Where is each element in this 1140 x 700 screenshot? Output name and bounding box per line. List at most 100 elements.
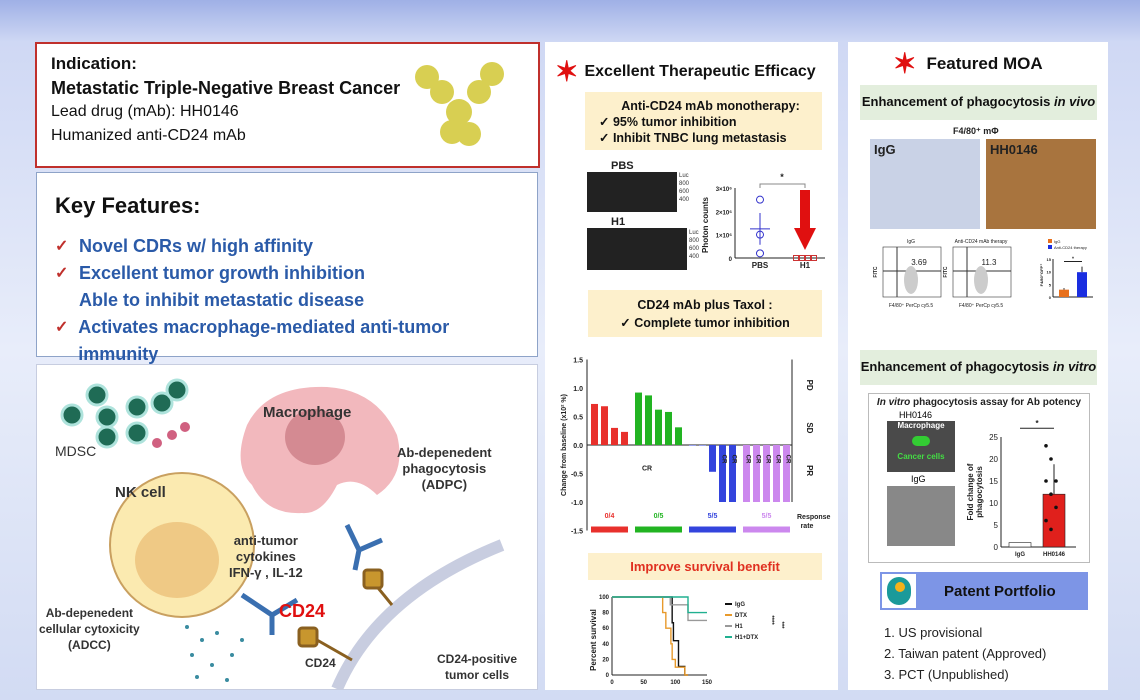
invitro-emphasis: in vitro [1052, 359, 1097, 374]
tumor-cell-membrane [331, 539, 505, 692]
indication-box: Indication: Metastatic Triple-Negative B… [35, 42, 540, 168]
drug-description: Humanized anti-CD24 mAb [51, 127, 246, 144]
mechanism-diagram [60, 378, 505, 692]
macrophage-label: Macrophage [897, 421, 945, 430]
luc-tick: 800 [679, 181, 690, 187]
invivo-box: Enhancement of phagocytosis in vivo [860, 85, 1097, 120]
indication-label: Indication: [51, 54, 137, 73]
adpc-label: Ab-depenedent phagocytosis (ADPC) [397, 445, 492, 492]
cr-bar-label: CR [745, 455, 751, 464]
moa-panel: ✶Featured MOA Enhancement of phagocytosi… [848, 42, 1108, 690]
response-bar [689, 526, 736, 533]
y-tick-label: 1.5 [573, 358, 583, 365]
waterfall-bar [729, 445, 736, 502]
y-tick-label: 1.0 [573, 386, 583, 393]
waterfall-bar [689, 445, 696, 446]
h1-luc-scale: Luc 800 600 400 [689, 229, 699, 261]
y-tick-label: -1.5 [571, 529, 583, 536]
waterfall-bar [743, 445, 750, 502]
y-tick-label: 40 [602, 642, 609, 648]
y-tick-label: 0.5 [573, 415, 583, 422]
y-axis-label: Fold change of [966, 463, 975, 520]
x-tick-label: 50 [640, 680, 647, 686]
response-rate: 0/4 [605, 513, 615, 520]
h1-bioluminescence-image [587, 228, 687, 270]
y-tick-label: 10 [989, 499, 998, 508]
luc-label: Luc [689, 230, 699, 236]
data-point [1049, 457, 1053, 461]
data-point [1049, 527, 1053, 532]
significance-mark: *** [778, 621, 784, 629]
key-feature-text: Activates macrophage-mediated anti-tumor… [78, 317, 450, 364]
waterfall-bar [645, 395, 652, 445]
x-tick-label: IgG [1015, 552, 1025, 558]
key-feature-item: ✓Excellent tumor growth inhibition [55, 260, 519, 287]
patent-list: 1. US provisional 2. Taiwan patent (Appr… [884, 622, 1046, 685]
flow-plot-title: Anti-CD24 mAb therapy [955, 239, 1008, 245]
luc-tick: 400 [679, 197, 690, 203]
hh0146-ihc-image: HH0146 [986, 139, 1096, 229]
x-tick-label: PBS [752, 261, 769, 270]
indication-disease: Metastatic Triple-Negative Breast Cancer [51, 78, 401, 98]
data-point [1044, 479, 1048, 483]
waterfall-bar [601, 406, 608, 445]
efficacy-title: Excellent Therapeutic Efficacy [584, 63, 816, 80]
waterfall-bar [719, 445, 726, 502]
y-tick-label: 25 [989, 433, 998, 442]
luc-label: Luc [679, 173, 689, 179]
y-tick-label: 0 [729, 257, 733, 263]
zone-label-pd: PD [805, 380, 814, 391]
data-point [756, 195, 764, 204]
patent-item: 3. PCT (Unpublished) [884, 667, 1009, 682]
cd24-label: CD24 [305, 656, 336, 670]
assay-title: phagocytosis assay for Ab potency [910, 397, 1082, 408]
response-rate: 5/5 [708, 513, 718, 520]
y-tick-label: -1.0 [571, 500, 583, 507]
legend-swatch [1048, 239, 1052, 243]
patent-certificate-icon [882, 574, 916, 608]
efficacy-header: ✶ Excellent Therapeutic Efficacy [555, 56, 816, 87]
mdsc-cells [60, 378, 189, 449]
legend-swatch [1048, 245, 1052, 249]
response-bar [743, 526, 790, 533]
flow-plot [952, 246, 1012, 298]
y-tick-label: 3×10⁶ [716, 187, 733, 193]
response-bar [591, 526, 628, 533]
y-tick-label: 0 [606, 673, 610, 679]
data-point [1044, 518, 1048, 523]
igg-microscopy-image [887, 486, 955, 546]
cancer-cells-label: Cancer cells [897, 452, 945, 461]
data-point [756, 249, 764, 258]
zone-label-pr: PR [805, 465, 814, 476]
legend-label: H1+DTX [735, 635, 758, 641]
pbs-image-label: PBS [611, 160, 634, 172]
star-icon: ✶ [555, 56, 579, 87]
legend-label: H1 [735, 624, 743, 630]
invitro-box: Enhancement of phagocytosis in vitro [860, 350, 1097, 385]
response-rate: 5/5 [762, 513, 772, 520]
assay-emphasis: In vitro [876, 397, 911, 408]
flow-plot [882, 246, 942, 298]
response-rate-label: rate [801, 523, 814, 530]
efficacy-panel: ✶Excellent Therapeutic Efficacy Anti-CD2… [545, 42, 838, 690]
y-tick-label: 60 [602, 626, 609, 632]
luc-tick: 600 [679, 189, 690, 195]
cr-label: CR [642, 466, 652, 473]
invitro-assay-box: In vitro phagocytosis assay for Ab poten… [868, 393, 1090, 563]
bar [1077, 272, 1087, 297]
hh0146-image-label: HH0146 [990, 142, 1038, 157]
flow-x-label: F4/80⁺ PerCp cy5.5 [959, 303, 1004, 309]
data-point [811, 255, 817, 261]
significance-mark: **** [768, 615, 774, 625]
survival-line [612, 596, 707, 614]
waterfall-bar [773, 445, 780, 502]
data-point [799, 255, 805, 261]
y-tick-label: 20 [602, 657, 609, 663]
key-feature-item: ✓Novel CDRs w/ high affinity [55, 233, 519, 260]
moa-title: Featured MOA [926, 54, 1043, 73]
antibody-icon [240, 523, 383, 635]
taxol-item: ✓ Complete tumor inhibition [620, 316, 790, 330]
waterfall-bar [591, 403, 598, 445]
